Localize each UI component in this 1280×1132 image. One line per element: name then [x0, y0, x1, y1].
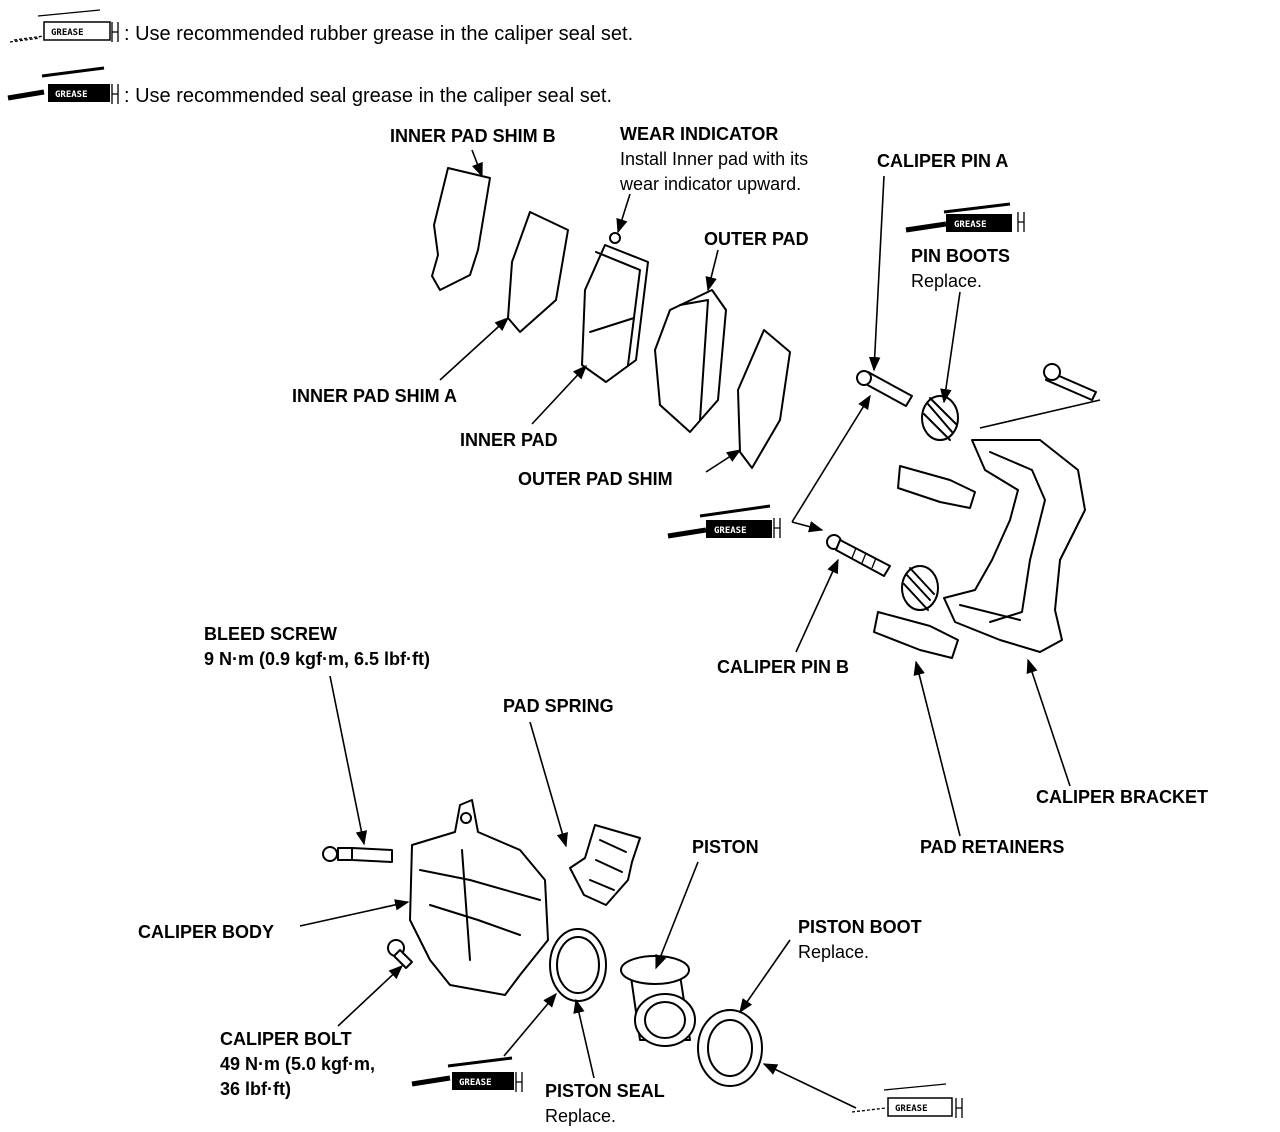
caliper-body-label: CALIPER BODY: [138, 922, 274, 942]
piston-seal-label: PISTON SEAL: [545, 1081, 665, 1101]
grease-tag-label: GREASE: [714, 526, 747, 536]
caliper-bracket-label: CALIPER BRACKET: [1036, 787, 1208, 807]
caliper-bracket-part: [943, 439, 1086, 653]
caliper-bolt-torque-line-2: 36 lbf·ft): [220, 1079, 291, 1099]
caliper-body-part: [409, 799, 549, 996]
leader-lines: [299, 149, 1101, 1109]
seal-grease-tube-icon-pins: GREASE: [667, 394, 871, 539]
piston-boot-label: PISTON BOOT: [798, 917, 922, 937]
piston-seal-note: Replace.: [545, 1106, 616, 1126]
piston-seal-part: [549, 928, 607, 1002]
outer-pad-shim-part: [737, 329, 791, 469]
legend-rubber-grease: GREASE : Use recommended rubber grease i…: [9, 9, 633, 45]
outer-pad-label: OUTER PAD: [704, 229, 809, 249]
outer-pad-shim-label: OUTER PAD SHIM: [518, 469, 673, 489]
seal-grease-tube-icon-piston-seal: GREASE: [411, 1056, 523, 1092]
caliper-bolt-part: [387, 939, 413, 969]
wear-indicator-label: WEAR INDICATOR: [620, 124, 778, 144]
piston-boot-part: [697, 1009, 763, 1087]
pin-boots-note: Replace.: [911, 271, 982, 291]
pin-boots-label: PIN BOOTS: [911, 246, 1010, 266]
pad-spring-part: [569, 824, 641, 906]
grease-tag-label: GREASE: [954, 220, 987, 230]
wear-indicator-note-line-2: wear indicator upward.: [619, 174, 801, 194]
legend-seal-grease: GREASE : Use recommended seal grease in …: [7, 66, 612, 107]
caliper-bolt-torque-line-1: 49 N·m (5.0 kgf·m,: [220, 1054, 375, 1074]
grease-tag-label: GREASE: [459, 1078, 492, 1088]
caliper-bolt-label: CALIPER BOLT: [220, 1029, 352, 1049]
outer-pad-part: [654, 289, 727, 433]
inner-pad-label: INNER PAD: [460, 430, 558, 450]
inner-pad-shim-a-part: [507, 211, 569, 333]
rubber-grease-tube-icon-piston-boot: GREASE: [851, 1083, 963, 1118]
bracket-bolt-part: [1043, 363, 1097, 401]
rubber-grease-legend-text: : Use recommended rubber grease in the c…: [124, 23, 633, 45]
grease-tag-label: GREASE: [895, 1104, 928, 1114]
pin-boot-upper-part: [921, 395, 959, 441]
pad-retainers-part: [873, 465, 976, 659]
inner-pad-part: [581, 232, 649, 383]
piston-boot-note: Replace.: [798, 942, 869, 962]
piston-part: [620, 955, 696, 1047]
bleed-screw-label: BLEED SCREW: [204, 624, 337, 644]
seal-grease-tube-icon-pin-boots: GREASE: [905, 202, 1025, 233]
caliper-pin-b-label: CALIPER PIN B: [717, 657, 849, 677]
caliper-pin-b-part: [826, 534, 891, 577]
inner-pad-shim-b-label: INNER PAD SHIM B: [390, 126, 556, 146]
inner-pad-shim-b-part: [431, 167, 491, 291]
grease-tag-label: GREASE: [51, 28, 84, 38]
rubber-grease-tube-icon: GREASE: [9, 9, 119, 43]
seal-grease-tube-icon: GREASE: [7, 66, 119, 104]
pad-spring-label: PAD SPRING: [503, 696, 614, 716]
pad-retainers-label: PAD RETAINERS: [920, 837, 1064, 857]
caliper-pin-a-label: CALIPER PIN A: [877, 151, 1008, 171]
wear-indicator-note-line-1: Install Inner pad with its: [620, 149, 808, 169]
piston-label: PISTON: [692, 837, 759, 857]
caliper-pin-a-part: [856, 370, 913, 407]
grease-tag-label: GREASE: [55, 90, 88, 100]
inner-pad-shim-a-label: INNER PAD SHIM A: [292, 386, 457, 406]
bleed-screw-part: [322, 846, 393, 863]
seal-grease-legend-text: : Use recommended seal grease in the cal…: [124, 85, 612, 107]
bleed-screw-torque: 9 N·m (0.9 kgf·m, 6.5 lbf·ft): [204, 649, 430, 669]
pin-boot-lower-part: [901, 565, 939, 611]
